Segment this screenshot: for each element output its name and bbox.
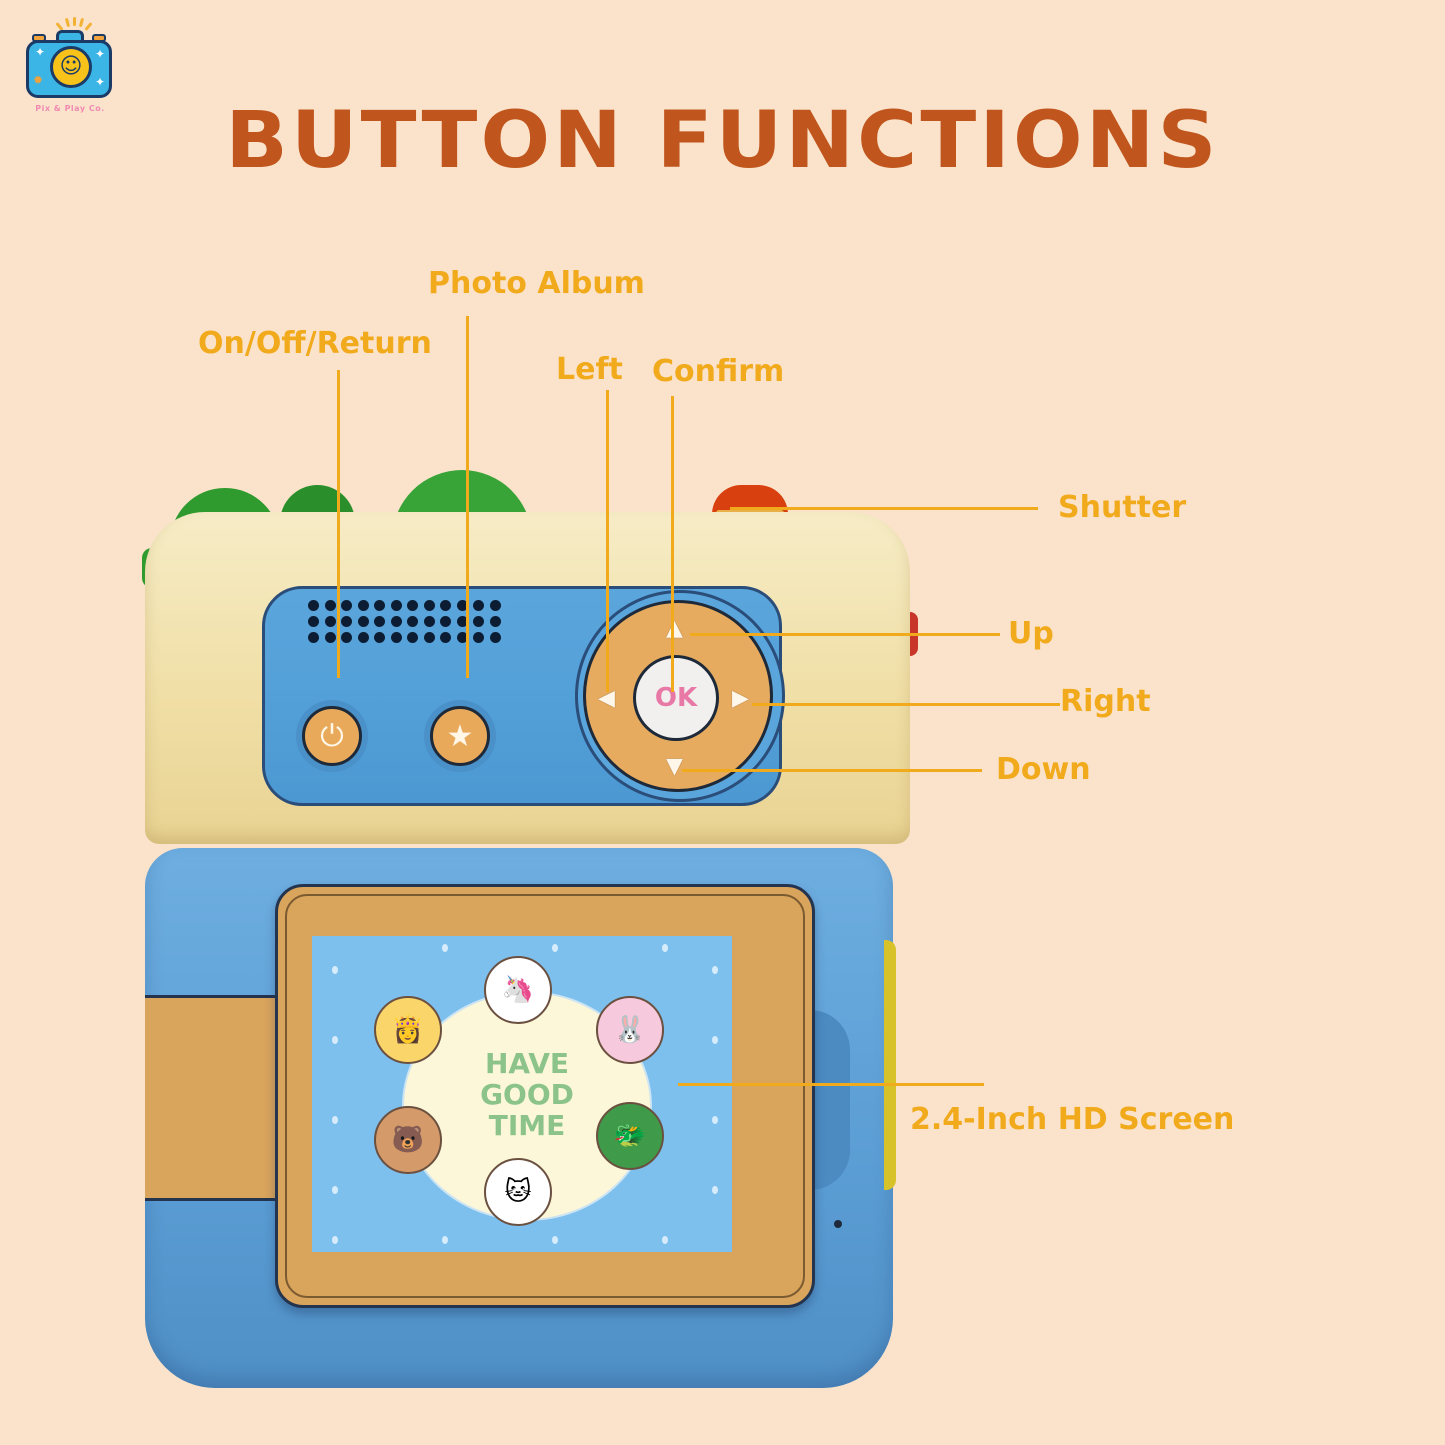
callout-line-shutter (730, 507, 1038, 510)
callout-line-on-off (337, 370, 340, 678)
label-screen: 2.4-Inch HD Screen (910, 1102, 1235, 1137)
power-button[interactable]: ⏻ (296, 700, 368, 772)
screen-hinge-strap (145, 995, 285, 1201)
princess-face-icon: 👸 (374, 996, 442, 1064)
up-arrow-button[interactable]: ▲ (666, 616, 683, 641)
callout-line-left (606, 390, 609, 692)
speaker-grille-icon (308, 600, 504, 648)
ok-confirm-button[interactable]: OK (633, 655, 719, 741)
bear-face-icon: 🐻 (374, 1106, 442, 1174)
power-icon: ⏻ (302, 706, 362, 766)
label-photo-album: Photo Album (428, 266, 645, 301)
hd-screen: HAVE GOOD TIME 👸 🦄 🐰 🐻 🐱 🐲 (312, 936, 732, 1252)
label-down: Down (996, 752, 1091, 787)
callout-line-down (682, 769, 982, 772)
microphone-dot (834, 1220, 842, 1228)
side-bump (810, 1010, 850, 1190)
cat-face-icon: 🐱 (484, 1158, 552, 1226)
screen-message: HAVE GOOD TIME (480, 1047, 574, 1142)
callout-line-screen (678, 1083, 984, 1086)
smiley-face-icon: ☺ (50, 46, 92, 88)
label-shutter: Shutter (1058, 490, 1187, 525)
down-arrow-button[interactable]: ▼ (666, 754, 683, 779)
callout-line-photo-album (466, 316, 469, 678)
callout-line-up (690, 633, 1000, 636)
right-arrow-button[interactable]: ▶ (732, 686, 749, 711)
logo-text: Pix & Play Co. (35, 104, 105, 113)
callout-line-right (752, 703, 1060, 706)
label-confirm: Confirm (652, 354, 785, 389)
brand-logo: ✦ ✹ ✦ ✦ ☺ Pix & Play Co. (22, 17, 118, 118)
screen-frame-inner (285, 894, 805, 1298)
side-yellow-accent (884, 940, 896, 1190)
label-right: Right (1060, 684, 1151, 719)
label-on-off-return: On/Off/Return (198, 326, 432, 361)
dinosaur-face-icon: 🐲 (596, 1102, 664, 1170)
star-icon: ★ (430, 706, 490, 766)
callout-line-confirm (671, 396, 674, 692)
label-up: Up (1008, 616, 1054, 651)
logo-rays-icon (55, 17, 93, 31)
page-title: BUTTON FUNCTIONS (225, 96, 1220, 186)
label-left: Left (556, 352, 623, 387)
bunny-face-icon: 🐰 (596, 996, 664, 1064)
photo-album-button[interactable]: ★ (424, 700, 496, 772)
left-arrow-button[interactable]: ◀ (598, 686, 615, 711)
unicorn-face-icon: 🦄 (484, 956, 552, 1024)
